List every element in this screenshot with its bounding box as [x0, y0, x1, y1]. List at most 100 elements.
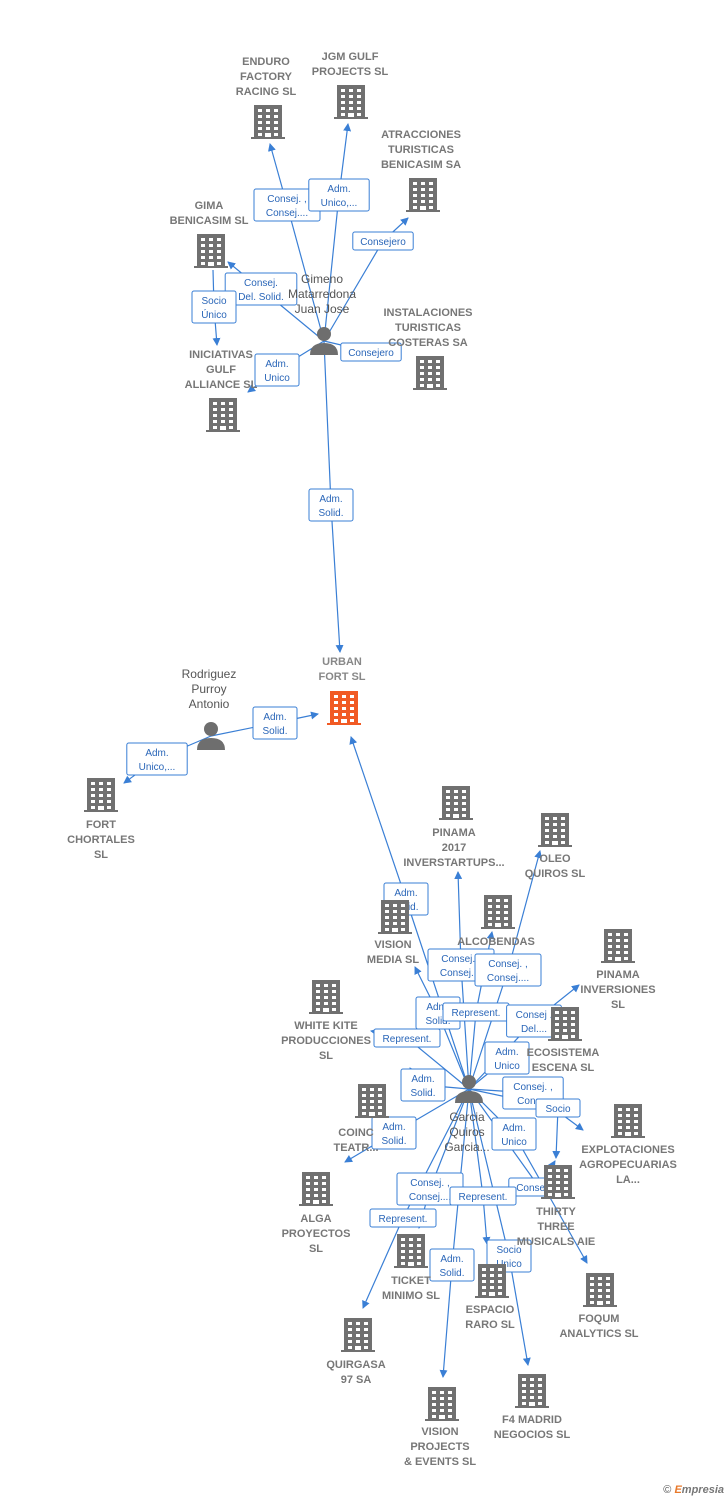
quirgasa-building-icon[interactable]	[341, 1318, 375, 1352]
foqum-building-icon[interactable]	[583, 1273, 617, 1307]
rodriguez-label: Purroy	[191, 682, 226, 696]
oleo-building-icon[interactable]	[538, 813, 572, 847]
edge-label-text: Adm.	[319, 494, 342, 505]
enduro-building-icon[interactable]	[251, 105, 285, 139]
edge-label-3[interactable]: Consej.Del. Solid.	[224, 272, 298, 306]
white_kite-label: SL	[319, 1050, 333, 1062]
pinama2017-label: 2017	[442, 842, 466, 854]
gima-building-icon[interactable]	[194, 234, 228, 268]
pinama2017-building-icon[interactable]	[439, 786, 473, 820]
edge-label-6[interactable]: Consejero	[340, 342, 402, 362]
ecosistema-building-icon[interactable]	[548, 1007, 582, 1041]
gimeno-person-icon[interactable]	[310, 327, 338, 355]
vision_projects-building-icon[interactable]	[425, 1387, 459, 1421]
vision_media-label: MEDIA SL	[367, 954, 419, 966]
rodriguez-person-icon[interactable]	[197, 722, 225, 750]
edge-label-26[interactable]: Represent.	[369, 1208, 437, 1228]
edge-label-text: Adm.	[440, 1254, 463, 1265]
coinc-building-icon[interactable]	[355, 1084, 389, 1118]
edge-label-1[interactable]: Adm.Unico,...	[308, 178, 370, 212]
edge-label-27[interactable]: Adm.Solid.	[429, 1248, 475, 1282]
vision_media-label: VISION	[374, 939, 411, 951]
edge-label-text: Consej....	[409, 1192, 451, 1203]
rodriguez-label: Rodriguez	[182, 667, 237, 681]
f4-building-icon[interactable]	[515, 1374, 549, 1408]
gima-label: GIMA	[195, 200, 224, 212]
iniciativas-building-icon[interactable]	[206, 398, 240, 432]
edge-label-20[interactable]: Socio	[535, 1098, 581, 1118]
iniciativas-label: ALLIANCE SL	[185, 379, 258, 391]
edge-label-18[interactable]: Adm.Solid.	[400, 1068, 446, 1102]
edge-label-text: Adm.	[327, 184, 350, 195]
thirty-label: THIRTY	[536, 1206, 576, 1218]
edge-label-text: Consej. ,	[267, 194, 306, 205]
vision_projects-label: & EVENTS SL	[404, 1456, 476, 1468]
garcia-label: Quiros	[449, 1125, 484, 1139]
espacio-building-icon[interactable]	[475, 1264, 509, 1298]
edge-label-7[interactable]: Adm.Solid.	[308, 488, 354, 522]
edge-label-16[interactable]: Represent.	[373, 1028, 441, 1048]
quirgasa-label: QUIRGASA	[326, 1359, 385, 1371]
brand-logo[interactable]: Empresia	[674, 1484, 724, 1496]
vision_projects-label: VISION	[421, 1426, 458, 1438]
pinama_inv-building-icon[interactable]	[601, 929, 635, 963]
edge-label-text: Consej....	[440, 968, 482, 979]
edge-label-text: Unico	[494, 1061, 520, 1072]
edge-label-text: Consej....	[266, 208, 308, 219]
urban-building-icon[interactable]	[327, 691, 361, 725]
edge-label-text: Consej.	[244, 278, 278, 289]
garcia-person-icon[interactable]	[455, 1075, 483, 1103]
edge-label-14[interactable]: Represent.	[442, 1002, 510, 1022]
fort-building-icon[interactable]	[84, 778, 118, 812]
edge-label-text: Del....	[521, 1024, 547, 1035]
edge-label-12[interactable]: Consej. ,Consej....	[474, 953, 542, 987]
alga-label: SL	[309, 1243, 323, 1255]
ticket-building-icon[interactable]	[394, 1234, 428, 1268]
explotaciones-building-icon[interactable]	[611, 1104, 645, 1138]
edge-label-22[interactable]: Adm.Unico	[491, 1117, 537, 1151]
enduro-label: RACING SL	[236, 86, 297, 98]
atracciones-building-icon[interactable]	[406, 178, 440, 212]
vision_media-building-icon[interactable]	[378, 900, 412, 934]
fort-label: SL	[94, 849, 108, 861]
edge-label-2[interactable]: Consejero	[352, 231, 414, 251]
edge-label-text: Socio	[545, 1104, 570, 1115]
edge-label-17[interactable]: Adm.Unico	[484, 1041, 530, 1075]
edge-label-text: Represent.	[379, 1214, 428, 1225]
edge-label-8[interactable]: Adm.Solid.	[252, 706, 298, 740]
edge-label-21[interactable]: Adm.Solid.	[371, 1116, 417, 1150]
edge-label-text: Adm.	[426, 1002, 449, 1013]
jgm-label: PROJECTS SL	[312, 66, 389, 78]
edge-label-9[interactable]: Adm.Unico,...	[126, 742, 188, 776]
pinama_inv-label: PINAMA	[596, 969, 639, 981]
edge-label-5[interactable]: Adm.Unico	[254, 353, 300, 387]
edge-label-25[interactable]: Represent.	[449, 1186, 517, 1206]
alga-building-icon[interactable]	[299, 1172, 333, 1206]
edge-label-text: Solid.	[425, 1016, 450, 1027]
foqum-label: FOQUM	[579, 1313, 620, 1325]
edge-labels-layer: Consej. ,Consej....Adm.Unico,...Consejer…	[126, 178, 581, 1282]
jgm-building-icon[interactable]	[334, 85, 368, 119]
espacio-label: ESPACIO	[466, 1304, 515, 1316]
instalaciones-label: COSTERAS SA	[388, 337, 468, 349]
edge-label-text: Adm.	[265, 359, 288, 370]
pinama2017-label: PINAMA	[432, 827, 475, 839]
explotaciones-label: AGROPECUARIAS	[579, 1159, 677, 1171]
jgm-label: JGM GULF	[322, 51, 379, 63]
enduro-label: ENDURO	[242, 56, 290, 68]
thirty-label: MUSICALS AIE	[517, 1236, 595, 1248]
white_kite-building-icon[interactable]	[309, 980, 343, 1014]
gimeno-label: Matarredona	[288, 287, 356, 301]
instalaciones-building-icon[interactable]	[413, 356, 447, 390]
alcobendas-building-icon[interactable]	[481, 895, 515, 929]
rodriguez-label: Antonio	[189, 697, 230, 711]
urban-label: URBAN	[322, 656, 362, 668]
garcia-label: Garcia...	[444, 1140, 489, 1154]
thirty-building-icon[interactable]	[541, 1165, 575, 1199]
edge-label-text: Consej. ,	[513, 1082, 552, 1093]
instalaciones-label: TURISTICAS	[395, 322, 461, 334]
edge-label-text: Cons...	[517, 1096, 549, 1107]
edge-label-23[interactable]: Consej. ,Consej....	[396, 1172, 464, 1206]
